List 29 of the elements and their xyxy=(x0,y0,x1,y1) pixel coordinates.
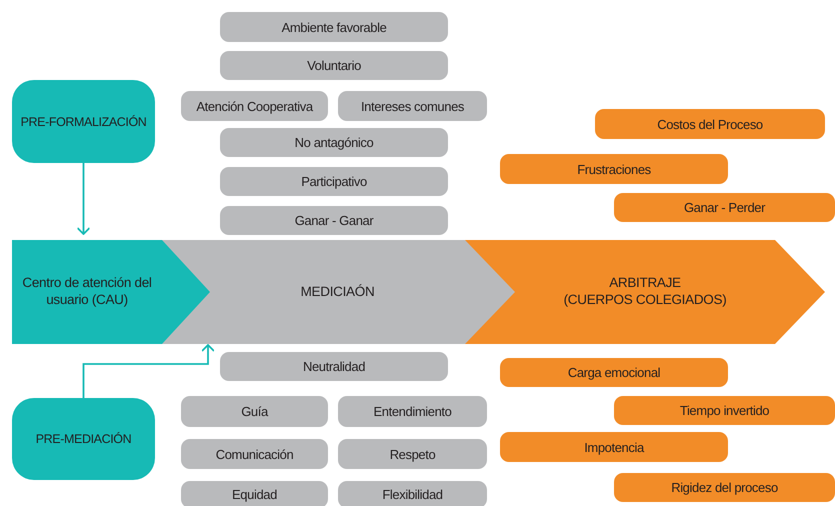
attribute-pill: Flexibilidad xyxy=(338,481,487,506)
attribute-pill: Atención Cooperativa xyxy=(181,91,328,121)
attribute-pill: Intereses comunes xyxy=(338,91,487,121)
attribute-pill: Ganar - Ganar xyxy=(220,206,448,235)
attribute-pill: Participativo xyxy=(220,167,448,196)
attribute-pill: Ganar - Perder xyxy=(614,193,835,222)
attribute-pill: Entendimiento xyxy=(338,396,487,427)
attribute-pill: Tiempo invertido xyxy=(614,396,835,425)
attribute-pill: Neutralidad xyxy=(220,352,448,381)
attribute-pill: Rigidez del proceso xyxy=(614,473,835,502)
stage-label: Centro de atención del usuario (CAU) xyxy=(21,275,153,309)
attribute-pill: Costos del Proceso xyxy=(595,109,825,139)
attribute-pill: Ambiente favorable xyxy=(220,12,448,42)
attribute-pill: No antagónico xyxy=(220,128,448,157)
attribute-pill: Equidad xyxy=(181,481,328,506)
attribute-pill: Carga emocional xyxy=(500,358,728,387)
phase-box: PRE-MEDIACIÓN xyxy=(12,398,155,480)
attribute-pill: Frustraciones xyxy=(500,154,728,184)
stage-label: ARBITRAJE xyxy=(609,275,681,292)
arrow xyxy=(76,163,90,235)
stage-label: MEDICIAÓN xyxy=(300,284,374,300)
arrow xyxy=(82,344,215,398)
stage-label: (CUERPOS COLEGIADOS) xyxy=(564,292,726,309)
attribute-pill: Voluntario xyxy=(220,51,448,80)
attribute-pill: Respeto xyxy=(338,439,487,469)
phase-box: PRE-FORMALIZACIÓN xyxy=(12,80,155,163)
attribute-pill: Comunicación xyxy=(181,439,328,469)
attribute-pill: Guía xyxy=(181,396,328,427)
attribute-pill: Impotencia xyxy=(500,432,728,462)
